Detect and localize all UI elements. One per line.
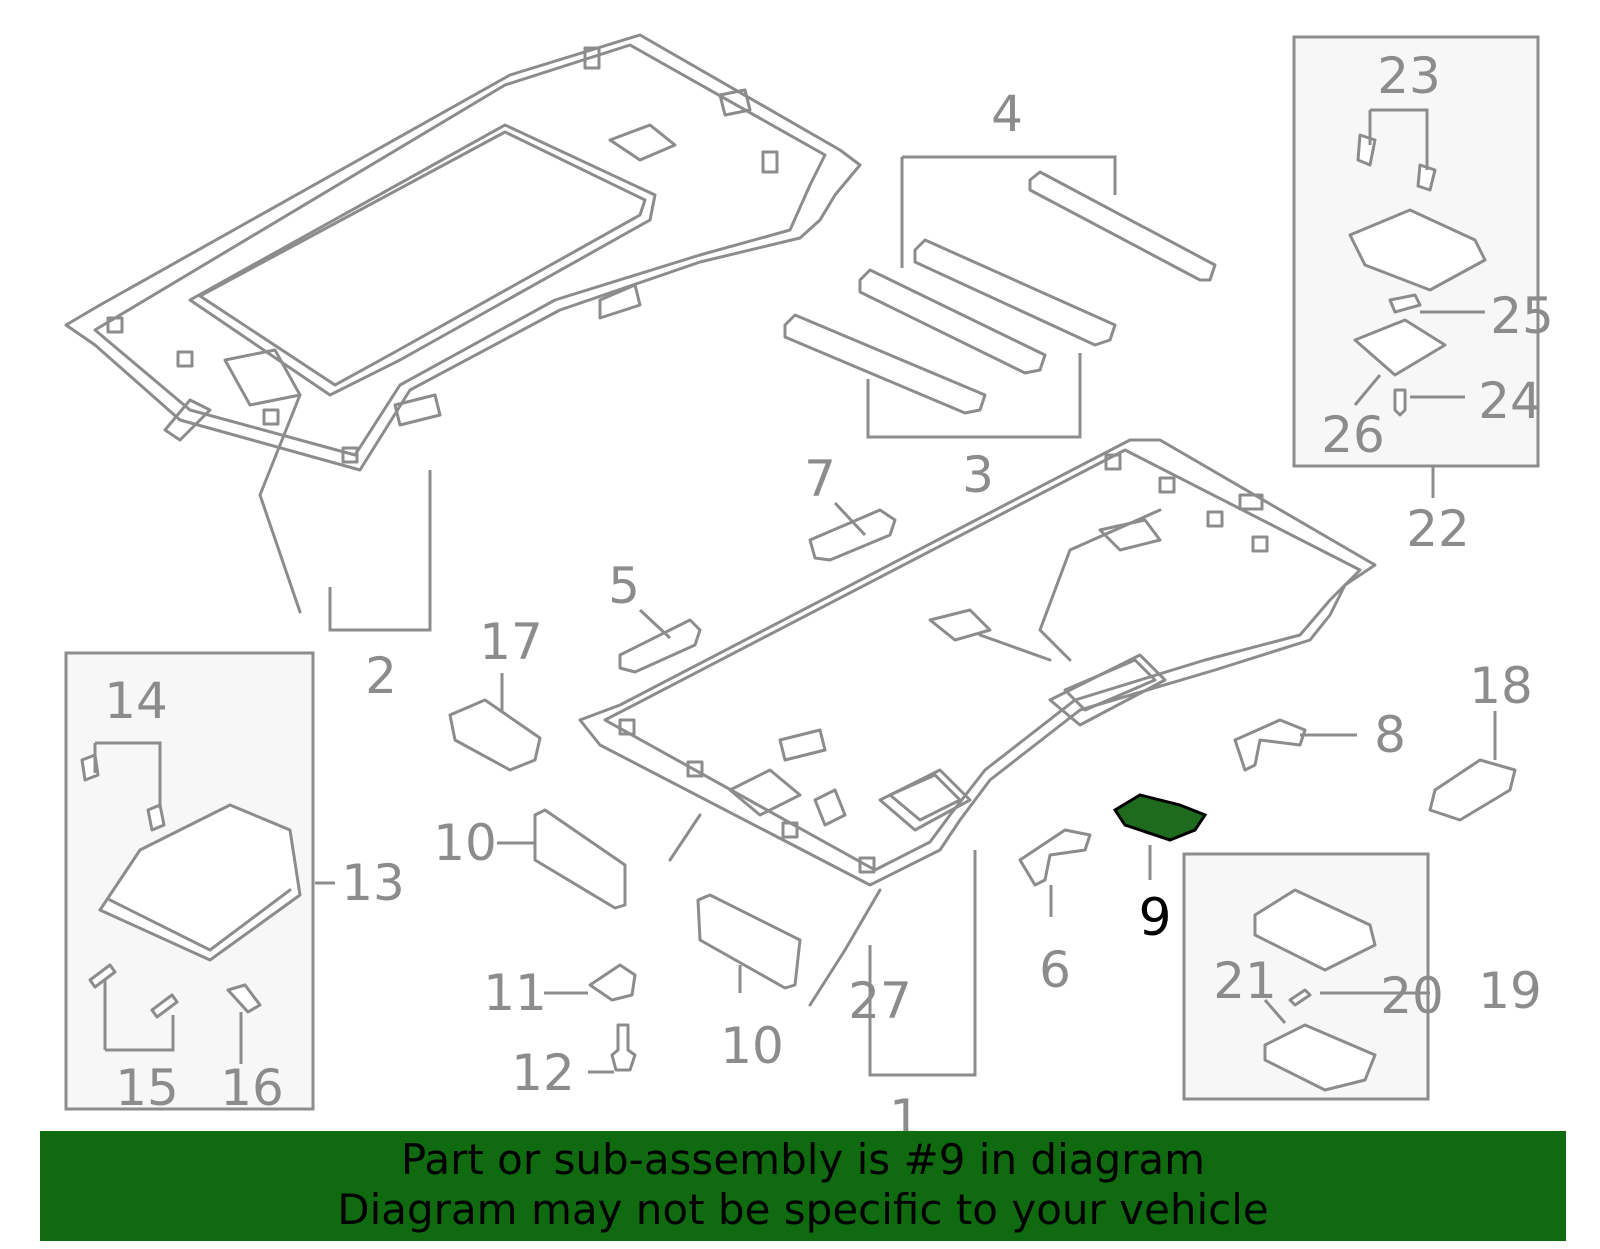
callout-12: 12 [511, 1044, 575, 1102]
inset-19-parts [1253, 888, 1377, 1092]
callout-13: 13 [341, 854, 405, 912]
callout-8: 8 [1374, 706, 1406, 764]
callout-5: 5 [608, 557, 640, 615]
callout-17: 17 [479, 613, 543, 671]
part-18-lamp [1428, 758, 1517, 822]
callout-10b: 10 [720, 1017, 784, 1075]
part-9-highlight [1112, 793, 1208, 842]
callout-14: 14 [104, 672, 168, 730]
callout-6: 6 [1039, 941, 1071, 999]
callout-3: 3 [962, 446, 994, 504]
callout-7: 7 [804, 450, 836, 508]
callout-25: 25 [1490, 287, 1554, 345]
callout-10a: 10 [433, 814, 497, 872]
callout-20: 20 [1380, 967, 1444, 1025]
part-5-handle [618, 618, 702, 674]
part-11-clip [588, 963, 637, 1002]
inset-22-parts [1348, 133, 1487, 417]
part-6-handle [1018, 828, 1092, 887]
callout-18: 18 [1469, 657, 1533, 715]
callout-9: 9 [1138, 888, 1171, 948]
callout-21: 21 [1213, 952, 1277, 1010]
part-7-handle [808, 508, 897, 562]
callout-19: 19 [1478, 962, 1542, 1020]
callout-23: 23 [1377, 47, 1441, 105]
part-10-visor-b [696, 893, 802, 990]
callout-4: 4 [991, 85, 1023, 143]
part-8-handle [1233, 718, 1307, 772]
info-banner: Part or sub-assembly is #9 in diagram Di… [40, 1131, 1566, 1241]
banner-line-1: Part or sub-assembly is #9 in diagram [400, 1135, 1206, 1184]
headliner-upper [64, 33, 862, 614]
part-10-visor [533, 808, 627, 910]
callout-24: 24 [1478, 372, 1542, 430]
callout-16: 16 [220, 1059, 284, 1117]
part-12-screw [610, 1023, 637, 1072]
callout-11: 11 [483, 964, 547, 1022]
callout-22: 22 [1406, 500, 1470, 558]
inset-13-parts [80, 753, 302, 1019]
leader-lines [93, 108, 1497, 1077]
callout-2: 2 [365, 647, 397, 705]
headliner-lower [578, 438, 1377, 1007]
callout-15: 15 [115, 1059, 179, 1117]
callout-27: 27 [848, 972, 912, 1030]
banner-line-2: Diagram may not be specific to your vehi… [337, 1185, 1269, 1234]
part-17-lamp [448, 698, 542, 772]
callout-26: 26 [1321, 406, 1385, 464]
roof-bows [783, 170, 1217, 415]
